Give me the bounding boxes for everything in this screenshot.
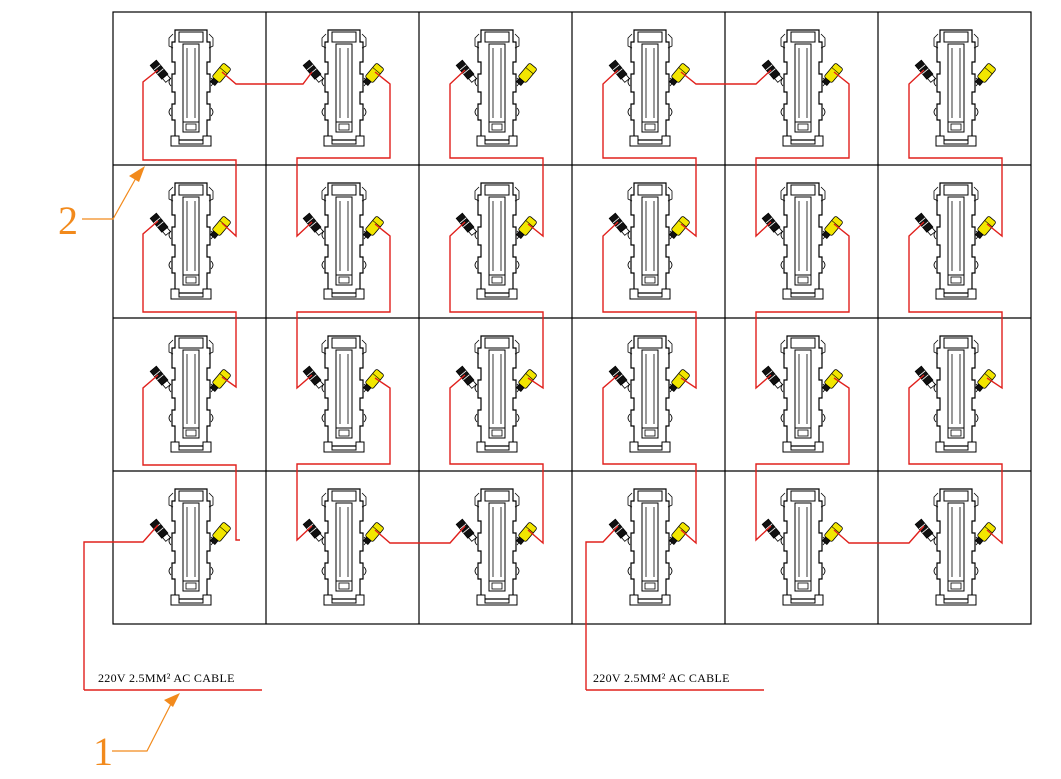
cabinet-module	[302, 182, 385, 300]
cabinet-module	[761, 488, 844, 606]
power-wire	[296, 223, 391, 390]
cabinet-module	[914, 488, 997, 606]
power-wire	[908, 374, 1003, 545]
cabinet-module	[149, 29, 232, 147]
power-wire	[83, 524, 159, 690]
callout-2: 2	[58, 166, 145, 243]
cabinet-module	[761, 29, 844, 147]
callout-leader	[112, 701, 173, 752]
power-wire	[142, 69, 237, 238]
power-wire	[296, 377, 391, 542]
cabinet-grid	[112, 11, 1032, 625]
cable-label-text: 220V 2.5MM² AC CABLE	[593, 671, 730, 685]
power-wire	[602, 374, 697, 545]
power-wire	[142, 374, 240, 541]
callout-number: 2	[58, 198, 78, 243]
power-wire	[296, 71, 391, 238]
cable-label-right: 220V 2.5MM² AC CABLE	[586, 671, 764, 691]
cabinet-module	[914, 335, 997, 453]
power-wire	[374, 525, 466, 544]
callout-number: 1	[93, 729, 113, 774]
cabinet-module	[455, 29, 538, 147]
cabinet-module	[761, 335, 844, 453]
cabinet-module	[608, 29, 691, 147]
cabinet-module	[302, 335, 385, 453]
power-wire	[449, 374, 544, 545]
cabinet-module	[914, 182, 997, 300]
power-wire	[221, 71, 313, 85]
power-wire	[602, 69, 697, 238]
cabinet-module	[608, 488, 691, 606]
power-wire	[908, 221, 1003, 390]
cabinet-module	[302, 488, 385, 606]
power-wire	[449, 69, 544, 238]
power-wire	[755, 71, 850, 238]
cable-label-text: 220V 2.5MM² AC CABLE	[98, 671, 235, 685]
power-wiring	[83, 69, 1003, 690]
cabinet-module	[302, 29, 385, 147]
callout-1: 1	[93, 693, 180, 774]
power-wire	[755, 377, 850, 542]
power-wire	[908, 69, 1003, 238]
cabinet-module	[608, 182, 691, 300]
power-wire	[602, 221, 697, 390]
cabinet-module	[455, 488, 538, 606]
cabinet-module	[914, 29, 997, 147]
cable-label-left: 220V 2.5MM² AC CABLE	[84, 671, 262, 691]
cabinet-module	[455, 182, 538, 300]
power-wire	[755, 223, 850, 390]
cabinet-module	[149, 335, 232, 453]
cabinet-module	[149, 488, 232, 606]
cabinet-module	[608, 335, 691, 453]
power-wire	[833, 525, 925, 544]
power-wire	[585, 525, 619, 690]
arrow-head-icon	[129, 166, 145, 182]
power-wire	[449, 221, 544, 390]
cabinet-module	[455, 335, 538, 453]
power-wire	[142, 220, 237, 389]
cabinet-module	[149, 182, 232, 300]
cabinet-module	[761, 182, 844, 300]
power-wire	[680, 69, 772, 85]
arrow-head-icon	[164, 693, 180, 707]
callout-leader	[82, 177, 137, 220]
